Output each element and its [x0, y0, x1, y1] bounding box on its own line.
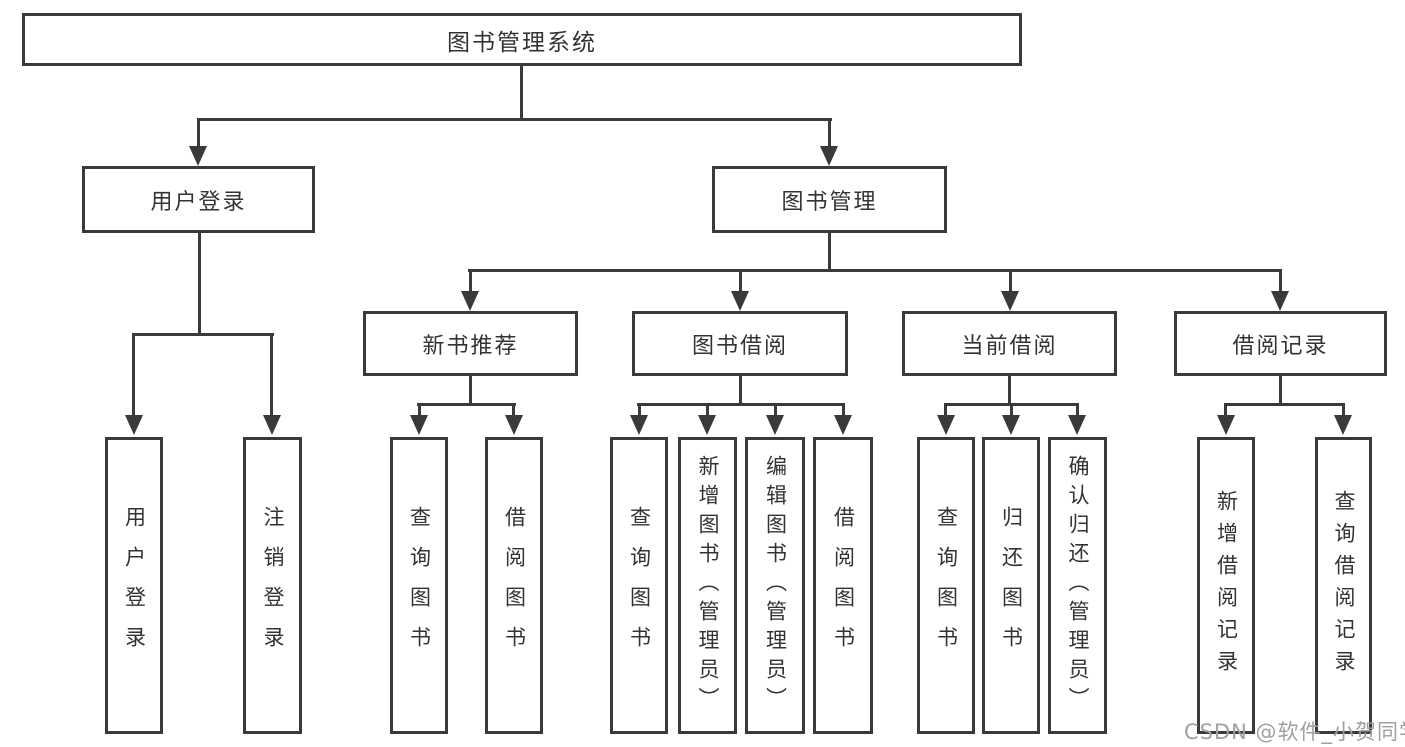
leaf-query-books-current: 查询图书 [917, 437, 975, 734]
arrow-down-icon [189, 146, 207, 166]
arrow-down-icon [125, 415, 143, 435]
connector-line [270, 333, 273, 419]
leaf-borrow-books-recommend: 借阅图书 [485, 437, 543, 734]
leaf-logout-login-label: 注销登录 [261, 505, 285, 666]
leaf-borrow-books-borrowing-label: 借阅图书 [831, 505, 856, 666]
connector-line [1342, 403, 1345, 419]
node-current-borrowing-label: 当前借阅 [961, 333, 1058, 359]
connector-line [739, 374, 742, 406]
leaf-add-book-admin: 新增图书（管理员） [678, 437, 737, 734]
arrow-down-icon [1271, 291, 1289, 311]
leaf-query-books-current-label: 查询图书 [934, 505, 959, 666]
connector-line [637, 403, 845, 406]
arrow-down-icon [766, 415, 784, 435]
leaf-logout-login: 注销登录 [243, 437, 302, 734]
connector-line [418, 403, 421, 419]
leaf-edit-book-admin: 编辑图书（管理员） [745, 437, 805, 734]
leaf-confirm-return-admin-label: 确认归还（管理员） [1066, 455, 1090, 716]
leaf-add-borrow-record: 新增借阅记录 [1197, 437, 1255, 734]
arrow-down-icon [461, 291, 479, 311]
arrow-down-icon [630, 415, 648, 435]
leaf-return-books: 归还图书 [982, 437, 1040, 734]
leaf-query-books-recommend-label: 查询图书 [407, 505, 432, 666]
arrow-down-icon [1217, 415, 1235, 435]
node-borrowing-records-label: 借阅记录 [1232, 333, 1329, 359]
leaf-query-books-borrowing-label: 查询图书 [627, 505, 652, 666]
connector-line [774, 403, 777, 419]
connector-line [828, 231, 831, 272]
arrow-down-icon [263, 415, 281, 435]
connector-line [1279, 374, 1282, 406]
connector-line [944, 403, 947, 419]
leaf-query-books-recommend: 查询图书 [390, 437, 448, 734]
node-user-login-label: 用户登录 [150, 189, 247, 215]
leaf-borrow-books-borrowing: 借阅图书 [813, 437, 873, 734]
arrow-down-icon [410, 415, 428, 435]
connector-line [512, 403, 515, 419]
connector-line [468, 269, 1282, 272]
node-user-login: 用户登录 [82, 166, 315, 233]
connector-line [469, 269, 472, 293]
leaf-query-borrow-record-label: 查询借阅记录 [1332, 489, 1356, 682]
node-new-book-recommendation-label: 新书推荐 [422, 333, 519, 359]
connector-line [1010, 403, 1013, 419]
leaf-confirm-return-admin: 确认归还（管理员） [1048, 437, 1107, 734]
leaf-add-book-admin-label: 新增图书（管理员） [696, 455, 720, 716]
connector-line [1224, 403, 1227, 419]
node-book-borrowing: 图书借阅 [632, 311, 848, 376]
connector-line [469, 374, 472, 406]
leaf-query-books-borrowing: 查询图书 [610, 437, 668, 734]
connector-line [1009, 269, 1012, 293]
leaf-query-borrow-record: 查询借阅记录 [1315, 437, 1372, 734]
node-book-management: 图书管理 [712, 166, 947, 233]
node-new-book-recommendation: 新书推荐 [363, 311, 578, 376]
watermark: CSDN @软件_小贺同学 [1184, 720, 1405, 744]
leaf-edit-book-admin-label: 编辑图书（管理员） [763, 455, 788, 716]
node-root: 图书管理系统 [22, 13, 1022, 66]
connector-line [1224, 403, 1345, 406]
connector-line [739, 269, 742, 293]
connector-line [197, 118, 832, 121]
connector-line [842, 403, 845, 419]
arrow-down-icon [834, 415, 852, 435]
connector-line [197, 118, 200, 148]
arrow-down-icon [698, 415, 716, 435]
connector-line [828, 118, 831, 148]
arrow-down-icon [1002, 415, 1020, 435]
connector-line [1279, 269, 1282, 293]
connector-line [706, 403, 709, 419]
arrow-down-icon [1334, 415, 1352, 435]
leaf-add-borrow-record-label: 新增借阅记录 [1214, 489, 1239, 682]
connector-line [638, 403, 641, 419]
node-root-label: 图书管理系统 [447, 29, 597, 56]
arrow-down-icon [505, 415, 523, 435]
connector-line [417, 403, 516, 406]
node-book-borrowing-label: 图书借阅 [691, 333, 788, 359]
connector-line [132, 333, 274, 336]
arrow-down-icon [1001, 291, 1019, 311]
arrow-down-icon [820, 146, 838, 166]
leaf-user-login-label: 用户登录 [122, 505, 147, 666]
node-borrowing-records: 借阅记录 [1174, 311, 1387, 376]
connector-line [520, 64, 523, 121]
arrow-down-icon [731, 291, 749, 311]
leaf-borrow-books-recommend-label: 借阅图书 [502, 505, 527, 666]
connector-line [132, 333, 135, 419]
connector-line [198, 231, 201, 336]
node-book-management-label: 图书管理 [781, 189, 878, 215]
node-current-borrowing: 当前借阅 [902, 311, 1117, 376]
leaf-return-books-label: 归还图书 [999, 505, 1024, 666]
connector-line [1076, 403, 1079, 419]
arrow-down-icon [937, 415, 955, 435]
leaf-user-login: 用户登录 [105, 437, 163, 734]
connector-line [1008, 374, 1011, 406]
arrow-down-icon [1068, 415, 1086, 435]
